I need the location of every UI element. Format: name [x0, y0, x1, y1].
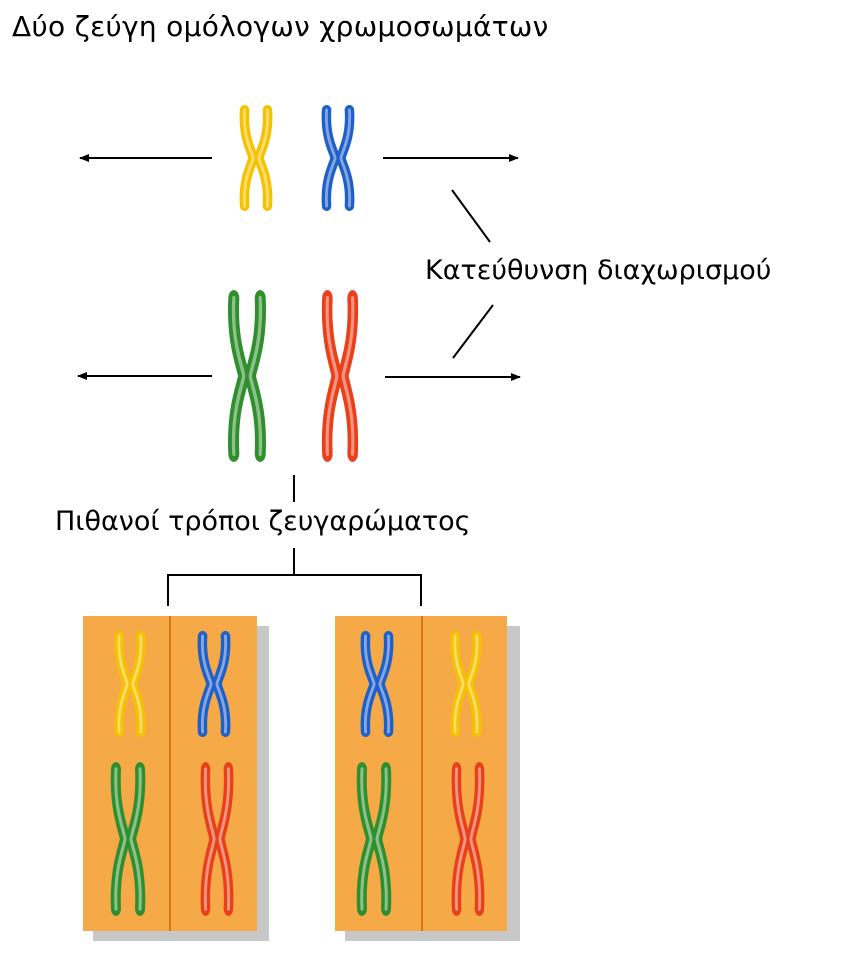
chromosome-blue	[326, 110, 349, 206]
chromosome-red	[327, 298, 353, 454]
diagram-title: Δύο ζεύγη ομόλογων χρωμοσωμάτων	[12, 10, 549, 43]
chromosome-green	[234, 298, 261, 454]
pairing-bracket	[167, 548, 422, 606]
chromosome-yellow	[244, 110, 267, 206]
pairing-options-label: Πιθανοί τρόποι ζευγαρώματος	[55, 506, 471, 537]
pairing-option-2	[335, 616, 520, 941]
callout-line-bottom	[452, 304, 494, 359]
pairing-option-1	[83, 616, 269, 941]
callout-line-top	[451, 189, 491, 243]
separation-direction-label: Κατεύθυνση διαχωρισμού	[425, 255, 772, 286]
